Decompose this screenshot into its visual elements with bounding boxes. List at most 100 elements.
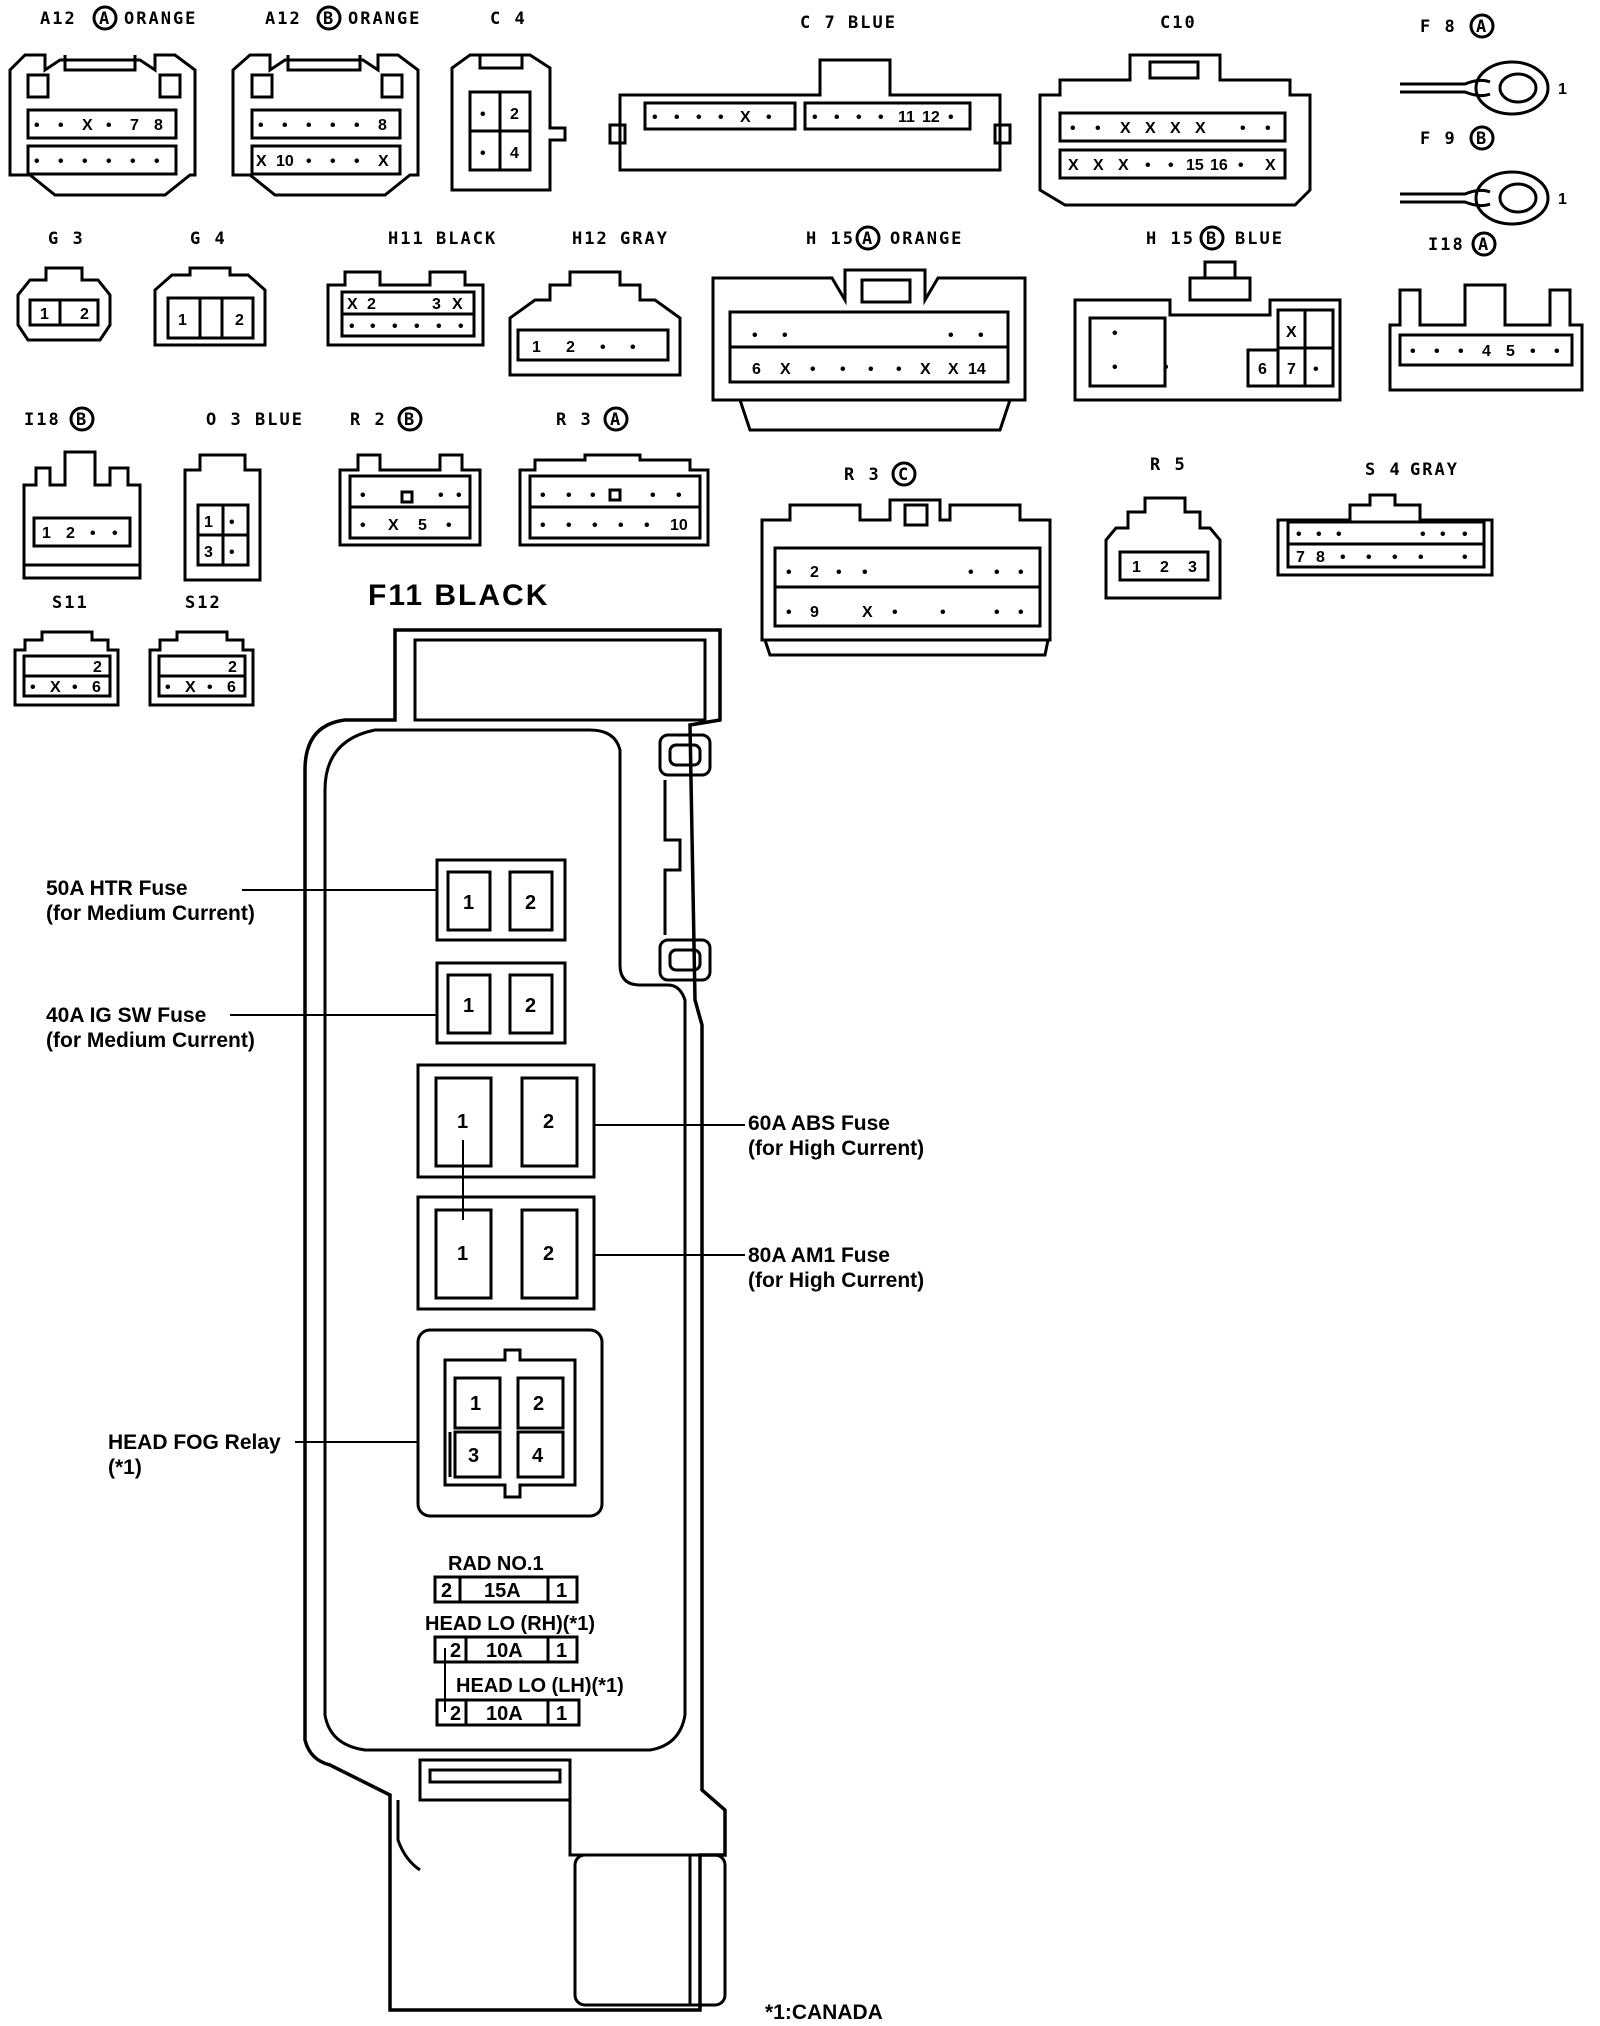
connector-color: ORANGE [890, 229, 963, 249]
abs-label: 60A ABS Fuse [748, 1112, 890, 1135]
svg-text:•: • [1238, 157, 1244, 174]
fuse-rating: 10A [486, 1703, 523, 1725]
svg-text:X: X [1118, 157, 1129, 174]
fuse-pin: 2 [543, 1243, 554, 1265]
svg-text:•: • [812, 109, 818, 126]
svg-text:•: • [30, 679, 36, 696]
svg-text:•: • [978, 327, 984, 344]
pin-row-1: • • X X X X • • [1070, 120, 1271, 137]
svg-text:•: • [1112, 325, 1118, 342]
connector-name: C10 [1160, 13, 1197, 33]
svg-text:•: • [948, 109, 954, 126]
connector-f8: F 8 A 1 [1400, 13, 1567, 116]
connector-name: R 3 [844, 465, 881, 485]
connector-h15a: H 15 A ORANGE • • • • 6 X • • • • X X 14 [711, 225, 1027, 432]
connector-badge: B [1476, 129, 1488, 149]
pin-grid: • 2 • 4 [480, 106, 519, 162]
svg-text:•: • [836, 564, 842, 581]
connector-i18b: I18 B 1 2 • • [22, 406, 142, 580]
pin-row-1: • • X • 7 8 [34, 117, 163, 134]
pin-row-2: 6 X • • • • X X 14 [752, 361, 986, 378]
svg-text:•: • [1392, 549, 1398, 566]
connector-c10: C10 • • X X X X • • X X X • • 15 16 • X [1038, 13, 1312, 207]
svg-text:X: X [1170, 120, 1181, 137]
connector-badge: B [1206, 229, 1218, 249]
connector-color: BLUE [1235, 229, 1284, 249]
pin-row-1: X 2 3 X [347, 296, 463, 313]
svg-text:•: • [566, 517, 572, 534]
svg-text:X: X [82, 117, 93, 134]
svg-text:•: • [940, 604, 946, 621]
connector-name: I18 [24, 410, 61, 430]
svg-text:•: • [862, 564, 868, 581]
svg-text:•: • [330, 117, 336, 134]
svg-text:10: 10 [276, 153, 294, 170]
connector-badge: A [99, 9, 111, 29]
svg-text:2: 2 [1160, 559, 1169, 576]
pin-row: 1 2 3 [1132, 559, 1197, 576]
svg-text:•: • [718, 109, 724, 126]
am1-sub: (for High Current) [748, 1269, 924, 1292]
svg-text:•: • [112, 525, 118, 542]
connector-name: S12 [185, 593, 222, 613]
connector-badge: A [862, 229, 874, 249]
svg-text:X: X [1068, 157, 1079, 174]
fuse-pin: 2 [525, 892, 536, 914]
fusebox-title: F11 BLACK [368, 579, 549, 612]
svg-text:•: • [590, 487, 596, 504]
fusebox-f11: F11 BLACK 1 2 1 2 [230, 579, 745, 2012]
svg-text:X: X [185, 679, 196, 696]
pin-row: 1 2 [178, 312, 244, 329]
svg-text:•: • [106, 117, 112, 134]
svg-text:•: • [644, 517, 650, 534]
pin-row-2: • • • • • • [349, 318, 464, 335]
connector-color: BLUE [255, 410, 304, 430]
svg-text:•: • [354, 117, 360, 134]
svg-text:•: • [834, 109, 840, 126]
connector-name: A12 [40, 9, 77, 29]
relay-sub: (*1) [108, 1456, 142, 1479]
pin-row-2: X X X • • 15 16 • X [1068, 157, 1276, 174]
connector-color: ORANGE [348, 9, 421, 29]
igsw-label: 40A IG SW Fuse [46, 1004, 206, 1027]
svg-text:X: X [388, 517, 399, 534]
svg-text:•: • [600, 339, 606, 356]
svg-text:•: • [948, 327, 954, 344]
svg-text:3: 3 [432, 296, 441, 313]
svg-text:•: • [458, 318, 464, 335]
svg-text:X: X [1195, 120, 1206, 137]
svg-text:3: 3 [1188, 559, 1197, 576]
fuse-label: HEAD LO (LH)(*1) [456, 1675, 624, 1697]
svg-text:•: • [330, 153, 336, 170]
svg-text:•: • [1265, 120, 1271, 137]
connector-color: BLACK [436, 229, 497, 249]
svg-text:•: • [72, 679, 78, 696]
svg-text:X: X [1093, 157, 1104, 174]
svg-text:•: • [1070, 120, 1076, 137]
fuse-60a-abs: 1 2 [416, 1063, 745, 1179]
pin-row: • • • 4 5 • • [1410, 343, 1560, 360]
svg-text:•: • [1336, 526, 1342, 543]
pin-row-1: • • • • • [540, 487, 682, 504]
connector-name: F 8 [1420, 17, 1457, 37]
svg-text:•: • [878, 109, 884, 126]
svg-text:•: • [896, 361, 902, 378]
svg-text:7: 7 [130, 117, 139, 134]
relay-pin: 3 [468, 1445, 479, 1467]
connector-o3: O 3 BLUE 1 • 3 • [183, 410, 304, 582]
connector-name: H12 [572, 229, 609, 249]
connector-color: GRAY [620, 229, 669, 249]
svg-text:•: • [446, 517, 452, 534]
pin-row: • X • 6 [30, 679, 101, 696]
svg-text:•: • [349, 318, 355, 335]
svg-text:15: 15 [1186, 157, 1204, 174]
svg-text:6: 6 [752, 361, 761, 378]
svg-text:•: • [1410, 343, 1416, 360]
svg-text:8: 8 [1316, 549, 1325, 566]
connector-badge: A [1476, 17, 1488, 37]
connector-s12: S12 2 • X • 6 [148, 593, 255, 707]
svg-text:•: • [282, 117, 288, 134]
svg-text:•: • [1366, 549, 1372, 566]
connector-c4: C 4 • 2 • 4 [450, 9, 567, 192]
